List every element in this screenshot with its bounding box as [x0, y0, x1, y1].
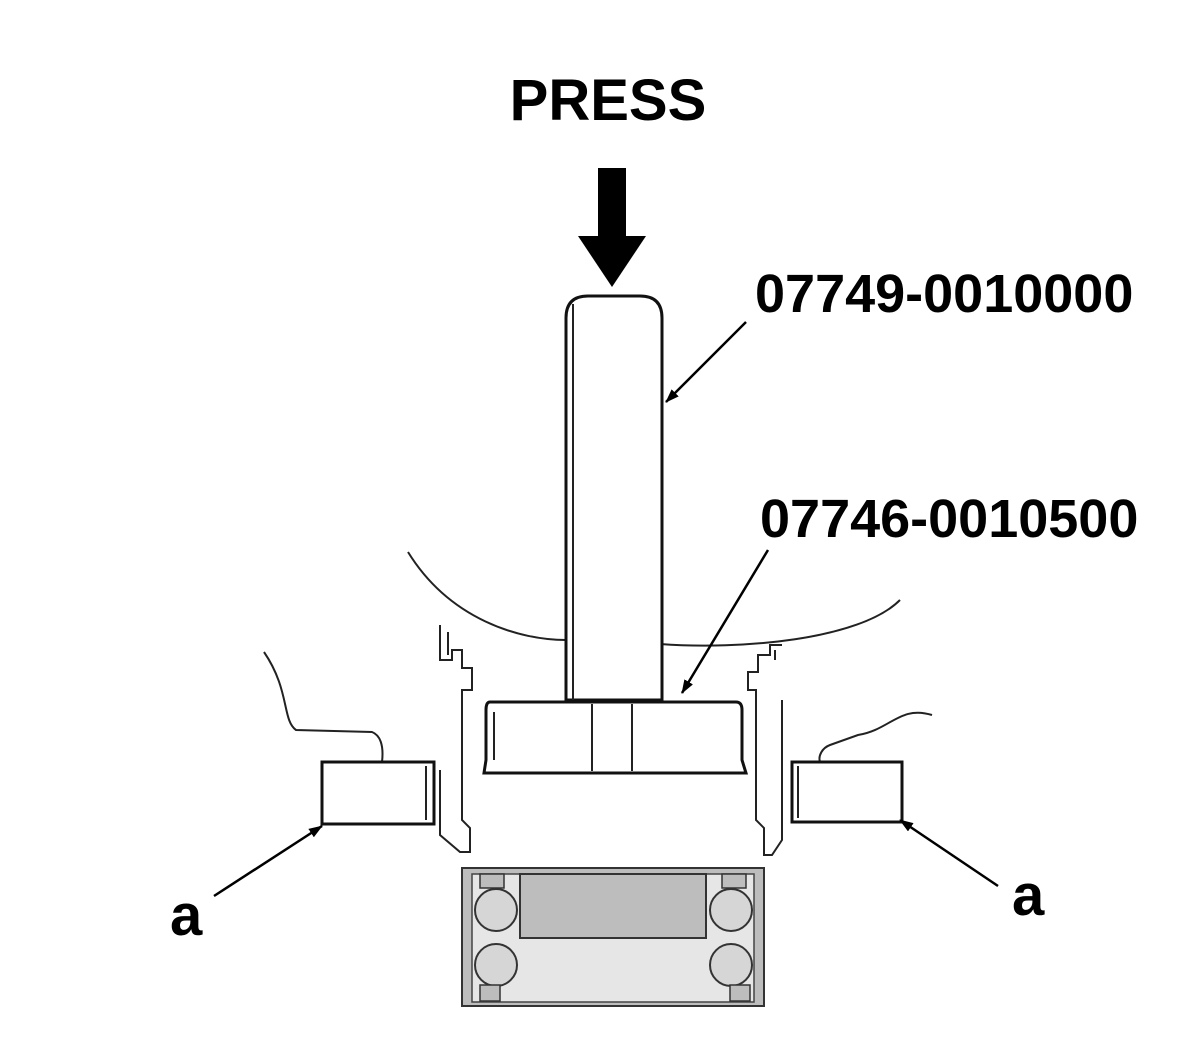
wheel-bearing	[461, 867, 765, 1007]
press-label: PRESS	[510, 68, 707, 133]
hub-body-outline	[407, 551, 567, 641]
tool-handle-leader	[665, 321, 747, 403]
tool-handle-label: 07749-0010000	[755, 264, 1133, 324]
support-left-leader	[213, 824, 323, 898]
ball-top-right	[709, 888, 753, 932]
ball-bottom-left	[474, 943, 518, 987]
hub-body-outline-right	[659, 599, 901, 647]
press-arrow-icon	[578, 168, 646, 287]
support-right-label: a	[1012, 863, 1045, 928]
tool-driver-leader	[680, 549, 770, 694]
support-left-label: a	[170, 883, 203, 948]
housing-right	[747, 644, 783, 856]
tool-handle-07749	[564, 294, 664, 702]
tool-driver-label: 07746-0010500	[760, 489, 1138, 549]
support-block-right	[790, 711, 933, 824]
ball-top-left	[474, 888, 518, 932]
support-right-leader	[899, 818, 999, 888]
tool-driver-07746	[482, 700, 749, 775]
housing-left	[439, 625, 473, 853]
support-block-left	[263, 651, 436, 826]
ball-bottom-right	[709, 943, 753, 987]
